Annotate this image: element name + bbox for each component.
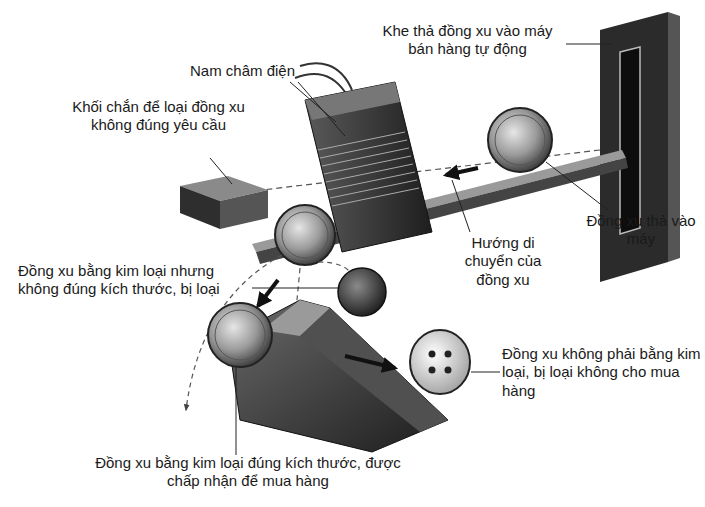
button-coin (410, 330, 470, 394)
magnet-wire (300, 63, 352, 90)
blocking-block-side (220, 190, 268, 229)
coin-rim (282, 212, 328, 258)
coin (488, 108, 552, 172)
callout-label: Khe thả đồng xu vào máy bán hàng tự động (370, 22, 565, 59)
callout-label: Đồng xu bằng kim loại đúng kích thước, đ… (92, 454, 404, 491)
direction-arrow (258, 280, 278, 306)
electromagnet-top (305, 82, 400, 120)
callout-label: Đồng xu bằng kim loại nhưng không đúng k… (18, 262, 253, 299)
coin-rail-side (256, 158, 628, 264)
leader-line (210, 44, 612, 455)
coin-slot (620, 47, 640, 234)
coin (275, 205, 335, 265)
coin (208, 303, 272, 367)
callout-label: Đồng xu không phải bằng kim loại, bị loạ… (502, 345, 702, 400)
callout-label: Đồng xu thả vào máy (585, 212, 697, 249)
magnet-wire (295, 74, 345, 92)
coin-rim (215, 310, 265, 360)
callout-label: Khối chắn để loại đồng xu không đúng yêu… (56, 98, 261, 135)
direction-arrow (345, 356, 395, 368)
callout-label: Nam châm điện (180, 62, 305, 80)
blocking-block-front (180, 186, 220, 229)
electromagnet-coil (318, 132, 419, 206)
button-holes (429, 351, 452, 374)
small-coin (338, 268, 386, 316)
callout-label: Hướng di chuyển của đồng xu (448, 234, 558, 289)
coin-rim (495, 115, 545, 165)
direction-arrow (446, 168, 478, 175)
